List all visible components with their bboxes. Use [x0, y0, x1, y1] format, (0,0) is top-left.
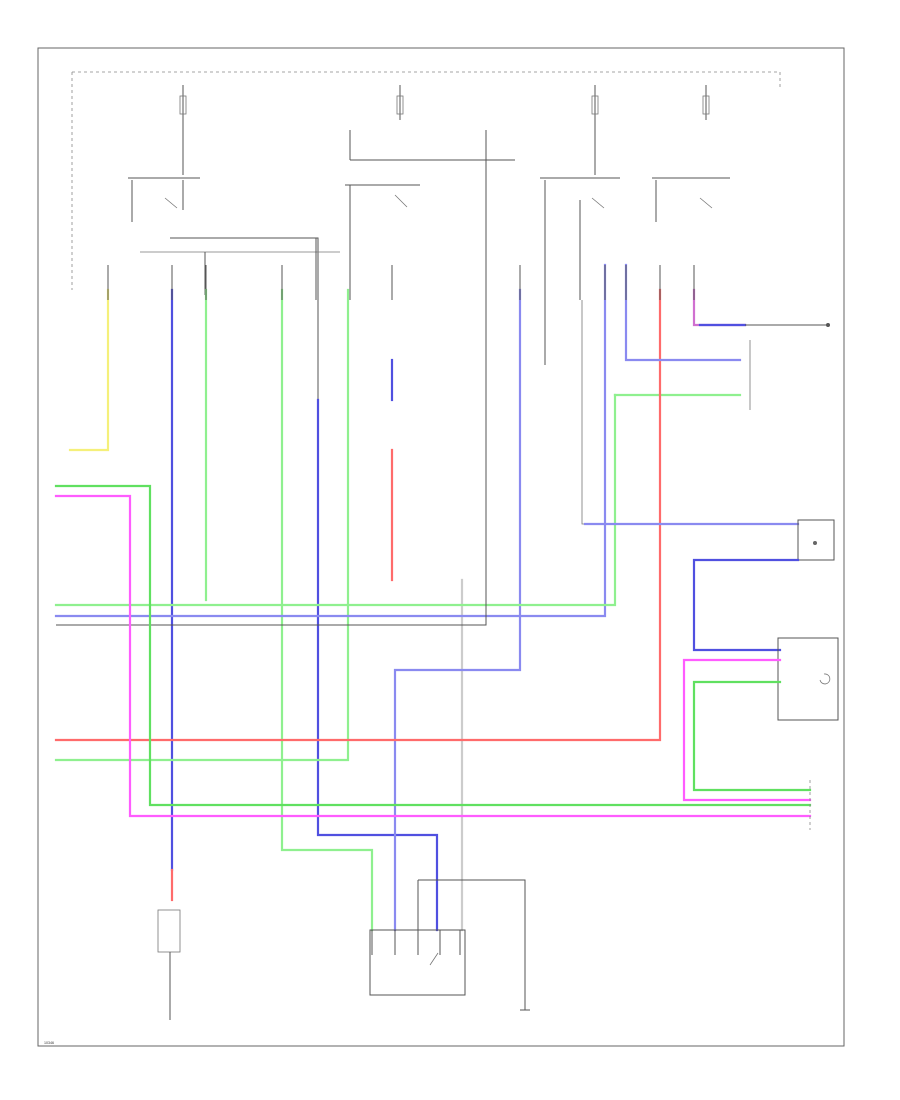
- wire-blue-motor: [692, 558, 800, 652]
- ac-compressor-relay-2: [652, 177, 730, 222]
- wire-blue-520: [393, 288, 522, 932]
- wire-green-3: [54, 288, 350, 762]
- condenser-fan-motor-icon: [819, 673, 831, 685]
- ac-compressor-relay-1: [345, 130, 515, 300]
- fuse-group: [179, 85, 710, 175]
- radiator-fan-relay: [128, 177, 200, 222]
- wire-green-4: [54, 484, 812, 807]
- radiator-fan-motor-icon: [813, 541, 817, 545]
- wire-green-5: [692, 680, 812, 792]
- wire-green-2: [280, 288, 374, 932]
- wire-pink-2: [682, 658, 812, 802]
- ac-pressure-switch: [369, 879, 526, 1000]
- wire-blue-605: [54, 263, 607, 618]
- condenser-fan-relay: [540, 177, 620, 222]
- wire-yellow: [68, 288, 110, 452]
- condenser-fan-motor-box: [777, 637, 839, 721]
- wire-black-486: [56, 300, 487, 626]
- ac-compressor-clutch: [745, 323, 830, 410]
- relay-feed-line: [170, 237, 319, 400]
- figure-id: 10346: [44, 1041, 54, 1045]
- wire-red-660: [54, 288, 662, 742]
- wire-blue-626: [624, 263, 742, 362]
- diagram-frame: [37, 47, 845, 1047]
- wire-pink-1: [54, 494, 812, 818]
- wire-pink-top: [692, 288, 747, 327]
- wire-blue-center: [316, 398, 439, 932]
- wire-green-615: [54, 393, 617, 607]
- ground-symbol: [520, 1000, 530, 1011]
- radiator-fan-motor-box: [797, 519, 835, 561]
- radiator-fan-switch: [157, 909, 181, 1020]
- connector-stubs: [107, 265, 695, 300]
